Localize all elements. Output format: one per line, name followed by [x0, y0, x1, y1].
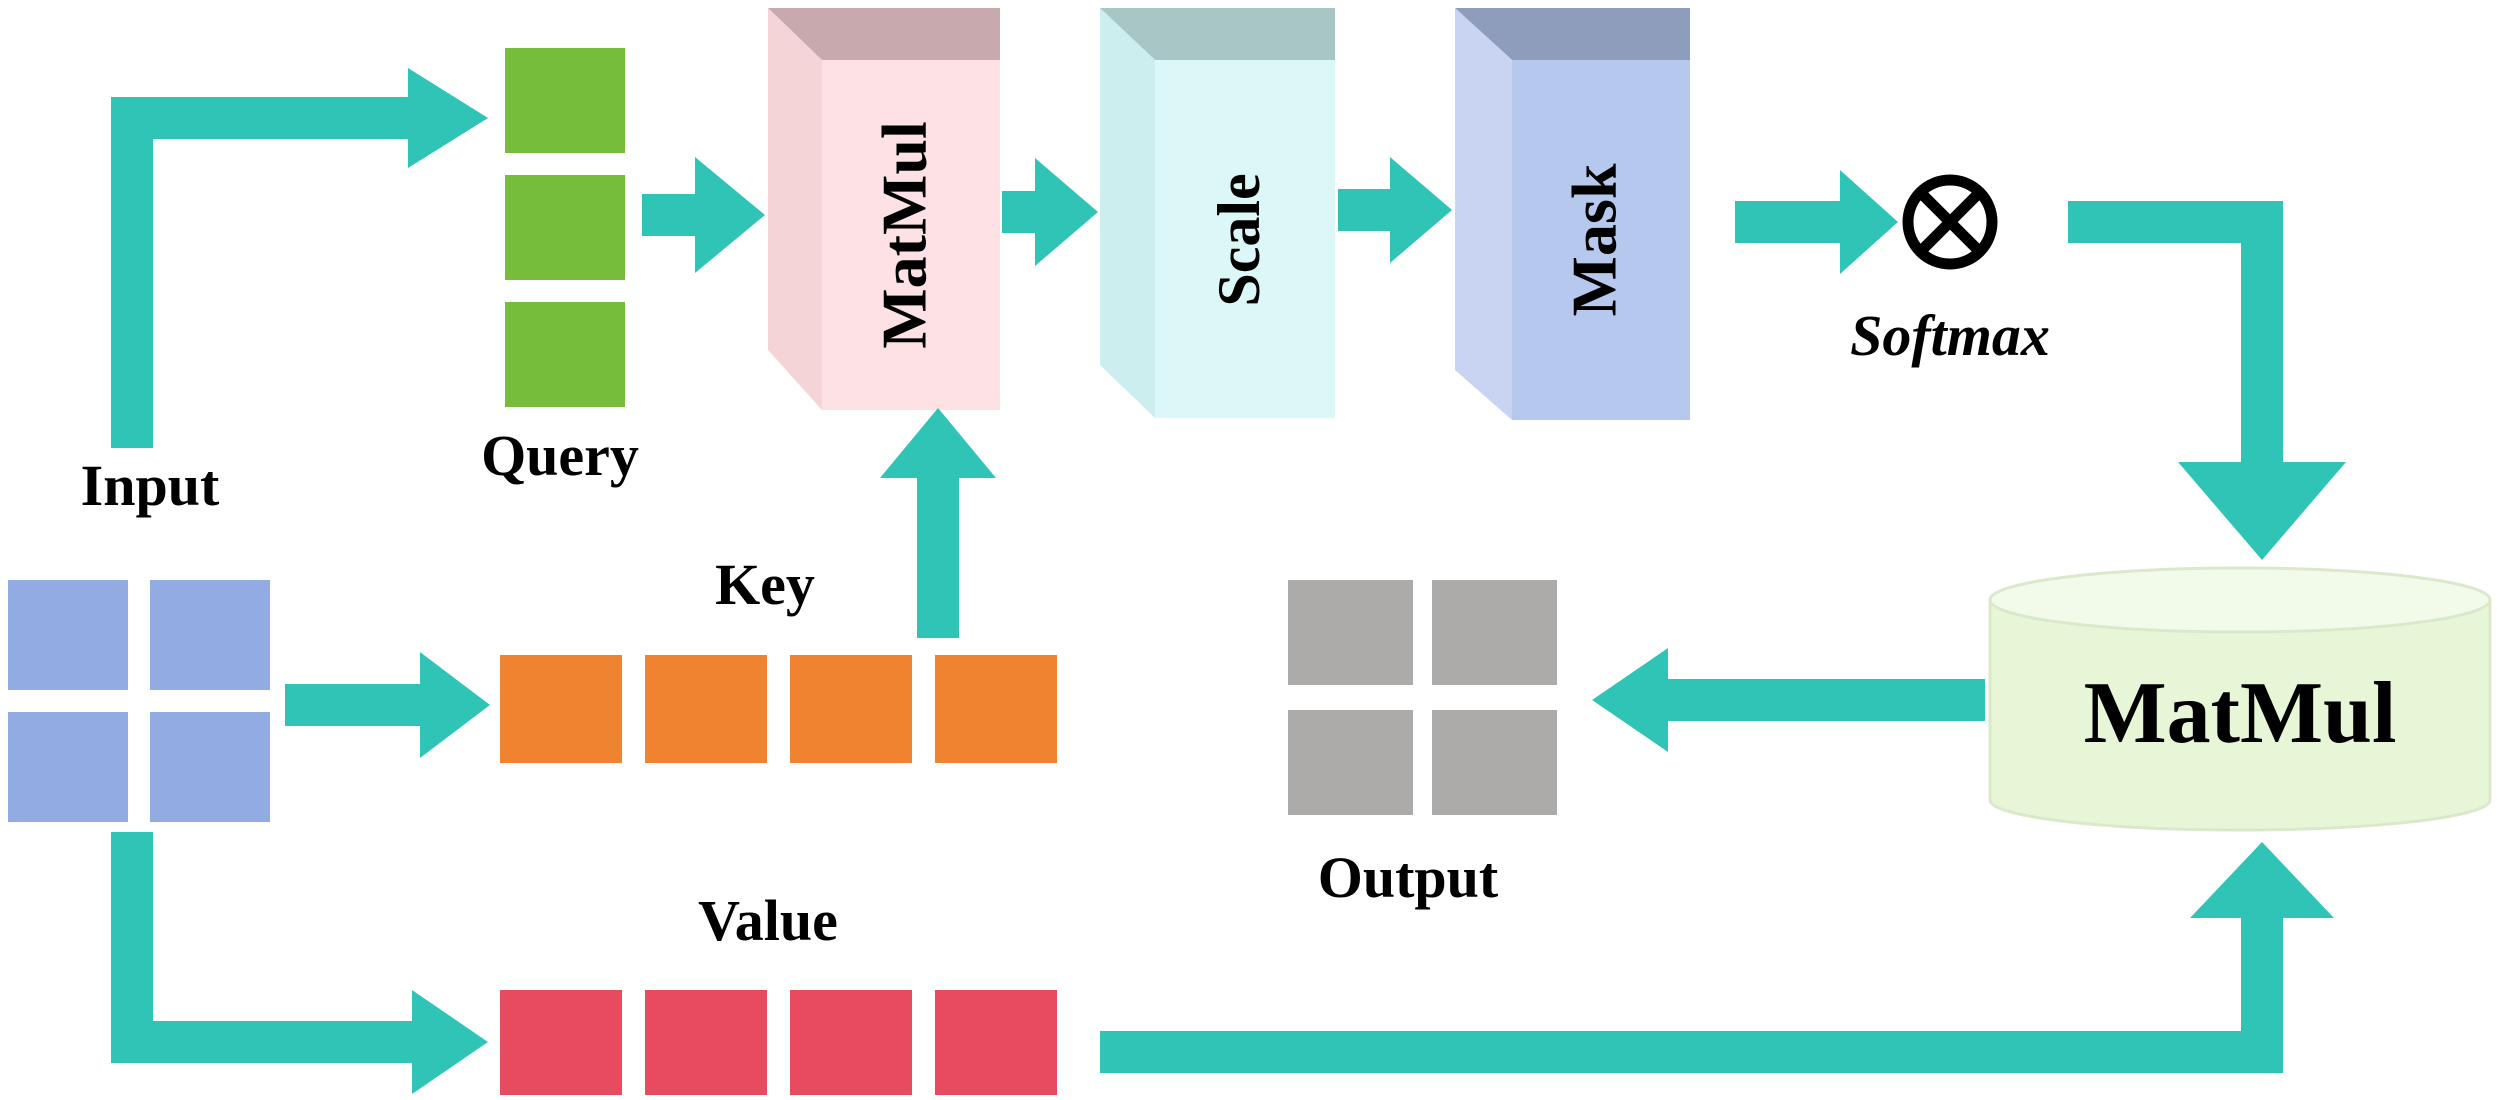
- mask-block-side: [1455, 8, 1512, 420]
- output-cell: [1288, 710, 1413, 815]
- input-grid: [8, 580, 270, 822]
- scale-block-top: [1100, 8, 1335, 60]
- arrow-value-to-cylinder: [1100, 912, 2283, 1073]
- key-cell: [645, 655, 767, 763]
- arrow-input-to-value-head: [412, 990, 488, 1094]
- mask-block-top: [1455, 8, 1690, 60]
- value-cell: [500, 990, 622, 1095]
- query-label: Query: [481, 423, 639, 488]
- mask-block-label: Mask: [1559, 163, 1630, 316]
- matmul-cylinder-top: [1988, 566, 2492, 634]
- query-cell: [505, 48, 625, 153]
- output-grid: [1288, 580, 1557, 815]
- value-label: Value: [698, 888, 838, 953]
- matmul-cylinder-label: MatMul: [2084, 665, 2397, 762]
- matmul-cylinder-body: [1988, 598, 2492, 832]
- arrow-mask-to-softmax-head: [1840, 170, 1898, 274]
- matmul-block: MatMul: [768, 8, 1000, 410]
- scale-block-label: Scale: [1206, 173, 1272, 306]
- arrow-input-to-query: [111, 97, 420, 448]
- arrow-value-to-cylinder-head: [2190, 842, 2334, 918]
- matmul-cylinder: MatMul: [1988, 566, 2492, 832]
- key-cell: [500, 655, 622, 763]
- matmul-block-top: [768, 8, 1000, 60]
- query-cell: [505, 175, 625, 280]
- value-cell: [935, 990, 1057, 1095]
- input-cell: [8, 580, 128, 690]
- key-cell: [935, 655, 1057, 763]
- matmul-block-side: [768, 8, 822, 410]
- arrow-softmax-to-cylinder: [2068, 201, 2283, 470]
- arrow-scale-to-mask-head: [1390, 157, 1452, 263]
- arrows: [111, 68, 2346, 1094]
- arrow-query-to-matmul-head: [695, 157, 765, 273]
- key-cell: [790, 655, 912, 763]
- input-cell: [150, 580, 270, 690]
- query-stack: [505, 48, 625, 407]
- query-cell: [505, 302, 625, 407]
- input-cell: [8, 712, 128, 822]
- matmul-block-label: MatMul: [869, 121, 940, 349]
- output-label: Output: [1318, 845, 1499, 910]
- arrow-key-to-matmul-head: [880, 408, 996, 478]
- matmul-block-front: [822, 60, 1000, 410]
- value-cell: [790, 990, 912, 1095]
- scale-block-side: [1100, 8, 1155, 418]
- arrow-input-to-query-head: [408, 68, 488, 168]
- circle-times-icon: [1902, 174, 1998, 270]
- mask-block-front: [1512, 60, 1690, 420]
- value-cell: [645, 990, 767, 1095]
- scale-block-front: [1155, 60, 1335, 418]
- arrow-softmax-to-cylinder-head: [2178, 462, 2346, 560]
- arrow-matmul-to-scale-head: [1035, 158, 1098, 266]
- value-row: [500, 990, 1057, 1095]
- softmax-label: Softmax: [1850, 303, 2050, 368]
- input-cell: [150, 712, 270, 822]
- key-row: [500, 655, 1057, 763]
- scale-block: Scale: [1100, 8, 1335, 418]
- output-cell: [1432, 710, 1557, 815]
- input-label: Input: [81, 453, 220, 518]
- mask-block: Mask: [1455, 8, 1690, 420]
- arrow-input-to-value: [111, 832, 420, 1063]
- output-cell: [1288, 580, 1413, 685]
- arrow-cylinder-to-output-head: [1592, 648, 1668, 752]
- output-cell: [1432, 580, 1557, 685]
- arrow-input-to-key-head: [420, 652, 490, 758]
- key-label: Key: [715, 552, 815, 617]
